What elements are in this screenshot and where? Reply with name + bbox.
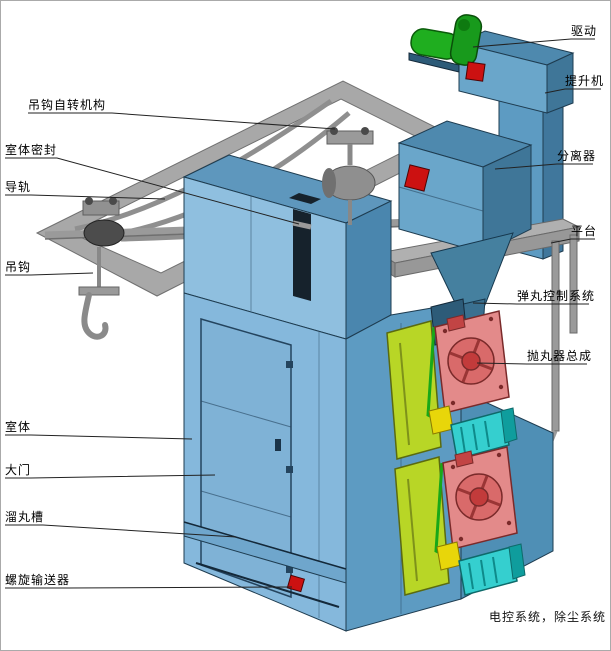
label-separator: 分离器 (557, 149, 597, 163)
blast-wheel-unit-lower (394, 446, 526, 596)
leader-platform (550, 238, 595, 244)
door-hinge-3 (286, 566, 293, 573)
separator (397, 120, 533, 254)
leader-lines (5, 38, 601, 589)
leader-hook-rotation-mechanism (28, 112, 336, 130)
elevator (457, 30, 575, 260)
screw-conveyor (195, 562, 340, 608)
leader-blast-wheel-assembly (476, 362, 587, 365)
wheel-hub (461, 351, 481, 371)
label-screw-conveyor: 螺旋输送器 (5, 573, 71, 587)
red-tab (454, 450, 474, 468)
leader-guide-rail (5, 194, 166, 200)
red-control-box-separator (404, 164, 430, 192)
yellow-block (428, 405, 454, 435)
hook-icon (81, 292, 109, 340)
door-handle (275, 439, 281, 451)
drive-motor (408, 14, 486, 82)
leader-chamber-body (5, 434, 193, 440)
elevator-head-right (546, 52, 574, 114)
chamber-seal-slot-top (289, 193, 321, 204)
leader-drive (472, 38, 595, 48)
leader-door (5, 474, 216, 479)
shot-chute (183, 521, 347, 584)
red-tab (446, 314, 466, 332)
wheel-motor (458, 546, 518, 596)
red-conveyor-box (286, 574, 306, 593)
motor-base (408, 52, 460, 73)
footnote-systems: 电控系统，除尘系统 (489, 610, 607, 624)
label-platform: 平台 (571, 224, 598, 238)
platform-leg-rear (569, 234, 578, 334)
leader-shot-chute (5, 524, 237, 538)
hook-trolley (78, 197, 125, 340)
label-blast-wheel-assembly: 抛丸器总成 (527, 349, 593, 363)
label-shot-control-system: 弹丸控制系统 (517, 289, 596, 303)
label-chamber-seal: 室体密封 (5, 143, 58, 157)
leader-separator (494, 163, 593, 170)
belt-guard (449, 14, 483, 66)
label-elevator: 提升机 (565, 74, 605, 88)
leader-chamber-seal (5, 157, 300, 225)
leader-screw-conveyor (5, 586, 293, 589)
yellow-block (436, 541, 462, 571)
label-door: 大门 (5, 463, 32, 477)
leader-hook (5, 272, 94, 276)
chamber-door (200, 318, 293, 599)
leader-elevator (544, 88, 601, 94)
red-control-box-top (465, 61, 486, 82)
label-chamber-body: 室体 (5, 420, 32, 434)
trolley-motor (83, 219, 125, 247)
label-shot-chute: 溜丸槽 (5, 510, 45, 524)
label-hook-rotation-mechanism: 吊钩自转机构 (28, 98, 107, 112)
hook-rotation-mechanism (322, 127, 376, 225)
leader-shot-control-system (472, 302, 589, 305)
door-hinge-2 (286, 466, 293, 473)
wheel-hub (469, 487, 489, 507)
blast-wheel-unit-upper (386, 298, 518, 460)
chamber-seal-slot (293, 209, 311, 301)
platform-leg-front (551, 240, 560, 432)
wheel-motor (450, 410, 510, 460)
label-guide-rail: 导轨 (5, 180, 32, 194)
label-hook: 吊钩 (5, 260, 32, 274)
label-drive: 驱动 (571, 24, 598, 38)
door-hinge-1 (286, 361, 293, 368)
